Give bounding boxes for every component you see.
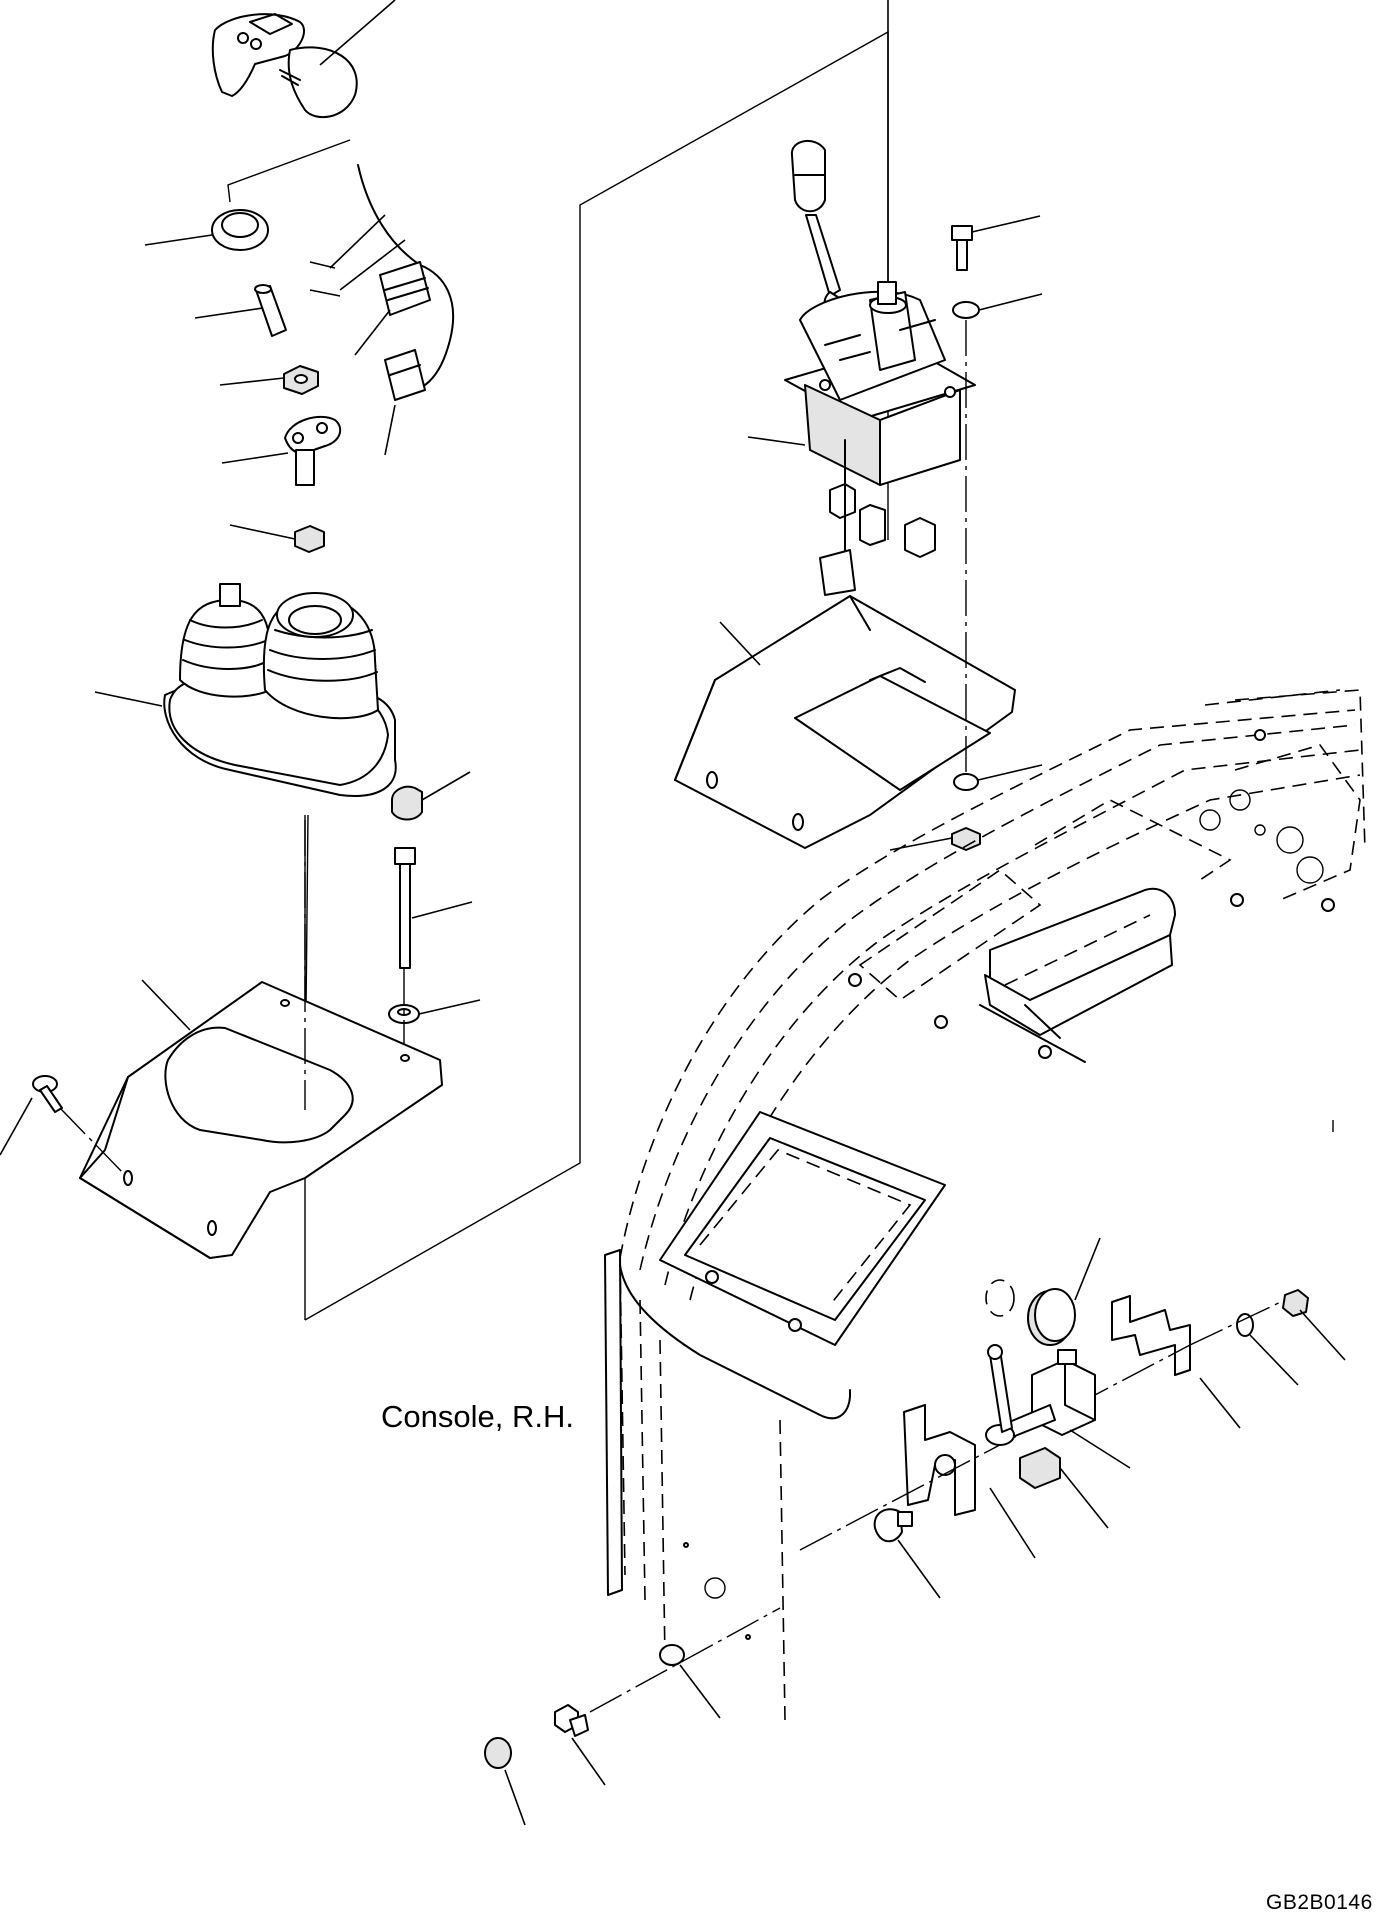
joystick-grip bbox=[211, 0, 396, 118]
bolt-washer-stack bbox=[889, 215, 1043, 851]
drawing-code: GB2B0146 bbox=[1266, 1891, 1373, 1914]
cap-nut bbox=[391, 771, 471, 821]
valve-cover-plate bbox=[674, 595, 1016, 849]
rubber-boot bbox=[94, 583, 397, 797]
pilot-control-valve bbox=[747, 0, 976, 596]
wire-harness bbox=[309, 164, 455, 392]
screw-bolt bbox=[0, 1075, 126, 1176]
console-cover-plate bbox=[79, 820, 443, 1259]
ring-seal bbox=[144, 209, 269, 251]
lower-fasteners bbox=[484, 1607, 781, 1826]
lock-nut bbox=[229, 524, 325, 553]
pin bbox=[194, 284, 287, 337]
console-label: Console, R.H. bbox=[381, 1399, 574, 1434]
connector bbox=[354, 261, 431, 456]
washer-nut-pair bbox=[1189, 1289, 1346, 1386]
lever-plate bbox=[221, 415, 342, 486]
bracket bbox=[799, 1295, 1241, 1559]
nut bbox=[219, 365, 319, 395]
damper-mount bbox=[873, 1508, 941, 1599]
plug-cap bbox=[1027, 1237, 1101, 1346]
long-bolt bbox=[394, 847, 473, 969]
lock-lever-switch bbox=[985, 1344, 1131, 1529]
console-rh bbox=[604, 689, 1366, 1721]
